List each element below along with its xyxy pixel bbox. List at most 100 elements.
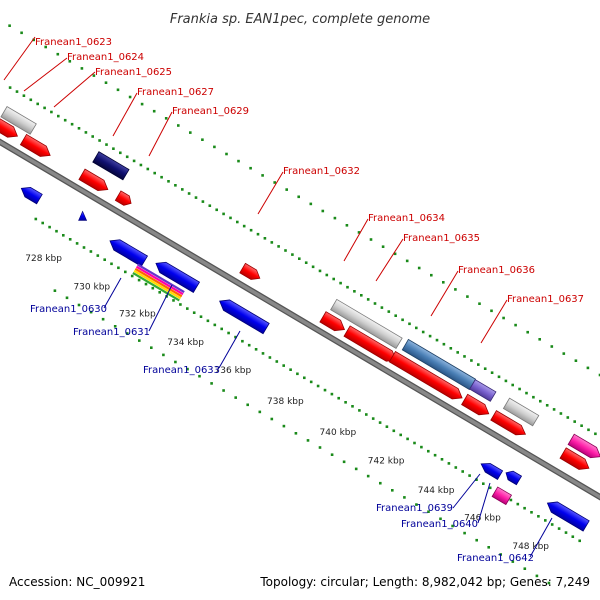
guide-dot-1-381 bbox=[353, 290, 356, 293]
guide-dot-1-405 bbox=[373, 302, 377, 305]
guide-dot-0-243 bbox=[261, 174, 264, 177]
guide-dot-1-301 bbox=[284, 249, 287, 252]
guide-dot-2-294 bbox=[227, 331, 230, 335]
guide-dot-1-517 bbox=[470, 359, 473, 362]
guide-dot-3-669 bbox=[523, 567, 527, 570]
guide-dot-1-117 bbox=[125, 155, 129, 159]
guide-dot-2-702 bbox=[578, 539, 581, 543]
leader-line-franean1_0640 bbox=[477, 482, 491, 524]
guide-dot-2-670 bbox=[550, 523, 554, 526]
guide-dot-2-558 bbox=[454, 466, 458, 469]
guide-dot-2-238 bbox=[179, 303, 182, 306]
guide-dot-0-229 bbox=[249, 166, 252, 170]
guide-dot-0-201 bbox=[225, 152, 228, 156]
gene-label-franean1_0642: Franean1_0642 bbox=[457, 553, 534, 564]
gene-blue-42-29 bbox=[20, 186, 43, 205]
guide-dot-0-173 bbox=[201, 138, 204, 141]
tick-label-730-kbp: 730 kbp bbox=[73, 282, 110, 292]
gene-red-447--15 bbox=[388, 350, 463, 400]
guide-dot-0-621 bbox=[586, 366, 590, 370]
guide-dot-1-357 bbox=[332, 277, 335, 281]
guide-dot-0-89 bbox=[128, 95, 132, 99]
guide-dot-2-94 bbox=[55, 229, 58, 233]
guide-dot-3-501 bbox=[379, 481, 382, 485]
gene-label-franean1_0637: Franean1_0637 bbox=[507, 294, 584, 305]
guide-dot-2-542 bbox=[440, 458, 444, 461]
guide-dot-0--23 bbox=[32, 38, 35, 42]
guide-dot-2-182 bbox=[130, 274, 134, 278]
guide-dot-2-454 bbox=[365, 413, 368, 416]
topology-text: Topology: circular; Length: 8,982,042 bp… bbox=[259, 575, 590, 589]
gene-red-564--16 bbox=[490, 410, 527, 436]
guide-dot-3-165 bbox=[89, 310, 93, 314]
guide-dot-2-662 bbox=[544, 519, 547, 522]
guide-dot-1-61 bbox=[77, 127, 81, 130]
guide-dot-1-245 bbox=[236, 220, 239, 224]
guide-dot-1-317 bbox=[298, 257, 301, 260]
guide-dot-2-302 bbox=[234, 335, 237, 339]
guide-dot-2-142 bbox=[96, 254, 100, 257]
guide-dot-1-661 bbox=[594, 432, 597, 436]
guide-dot-2-510 bbox=[413, 441, 416, 445]
guide-dot-2-470 bbox=[378, 421, 382, 424]
guide-dot-1-613 bbox=[552, 408, 556, 411]
guide-dot-0-33 bbox=[80, 67, 84, 70]
guide-dot-0-495 bbox=[478, 302, 481, 305]
gene-red-643--19 bbox=[559, 447, 590, 470]
guide-dot-3-543 bbox=[415, 503, 418, 506]
rna-stripe-2 bbox=[134, 267, 183, 298]
guide-dot-1-365 bbox=[339, 281, 342, 285]
guide-dot-3-137 bbox=[65, 296, 69, 300]
guide-dot-3-263 bbox=[174, 360, 177, 364]
guide-dot-3-389 bbox=[282, 424, 286, 428]
guide-dot-2-574 bbox=[468, 474, 471, 477]
guide-dot-3-207 bbox=[125, 332, 129, 335]
guide-dot-2-358 bbox=[282, 364, 285, 367]
gene-red-367--14 bbox=[319, 311, 346, 332]
guide-dot-0-537 bbox=[514, 323, 517, 327]
guide-dot-2-366 bbox=[289, 368, 292, 371]
gene-label-franean1_0631: Franean1_0631 bbox=[73, 327, 150, 338]
leader-line-franean1_0639 bbox=[452, 473, 481, 509]
guide-dot-0-159 bbox=[189, 131, 192, 134]
tick-label-734-kbp: 734 kbp bbox=[167, 338, 204, 348]
guide-dot-1-557 bbox=[504, 379, 508, 383]
gene-label-franean1_0634: Franean1_0634 bbox=[368, 213, 445, 224]
guide-dot-0-285 bbox=[297, 195, 300, 199]
guide-dot-1-269 bbox=[256, 232, 260, 236]
guide-dot-0-355 bbox=[357, 231, 361, 234]
guide-dot-2-390 bbox=[309, 380, 313, 384]
guide-dot-3-473 bbox=[354, 467, 358, 471]
guide-dot-1-581 bbox=[525, 391, 528, 395]
guide-dot-3-403 bbox=[294, 432, 298, 435]
guide-dot-2-286 bbox=[220, 327, 223, 331]
gene-red-273--15 bbox=[239, 262, 261, 280]
guide-dot-0-215 bbox=[237, 159, 240, 163]
gene-label-franean1_0639: Franean1_0639 bbox=[376, 503, 453, 514]
guide-dot-1-141 bbox=[146, 167, 150, 171]
guide-dot-2-422 bbox=[337, 396, 340, 400]
guide-dot-1-165 bbox=[167, 180, 170, 183]
guide-dot-0-593 bbox=[562, 352, 566, 355]
guide-dot-0-607 bbox=[574, 359, 578, 362]
guide-dot-3-193 bbox=[113, 325, 117, 328]
guide-dot-1-341 bbox=[318, 269, 322, 273]
leader-line-franean1_0629 bbox=[148, 111, 173, 157]
gene-blue-578-32 bbox=[480, 463, 504, 480]
leader-line-franean1_0642 bbox=[529, 517, 553, 558]
guide-dot-2-158 bbox=[110, 262, 113, 266]
gene-grey-370--30 bbox=[330, 298, 403, 349]
guide-dot-0-467 bbox=[454, 288, 457, 291]
guide-dot-1-93 bbox=[105, 143, 108, 146]
guide-dot-1-509 bbox=[463, 355, 466, 358]
guide-dot-3-417 bbox=[306, 439, 310, 442]
gene-grey--12--28 bbox=[0, 106, 37, 135]
backbone-outline bbox=[0, 138, 600, 501]
gene-label-franean1_0632: Franean1_0632 bbox=[283, 166, 360, 177]
guide-dot-2-646 bbox=[530, 511, 533, 514]
guide-dot-2-350 bbox=[275, 360, 279, 363]
guide-dot-0-397 bbox=[393, 252, 397, 256]
guide-dot-1-653 bbox=[587, 428, 590, 432]
guide-dot-0-187 bbox=[213, 145, 216, 149]
